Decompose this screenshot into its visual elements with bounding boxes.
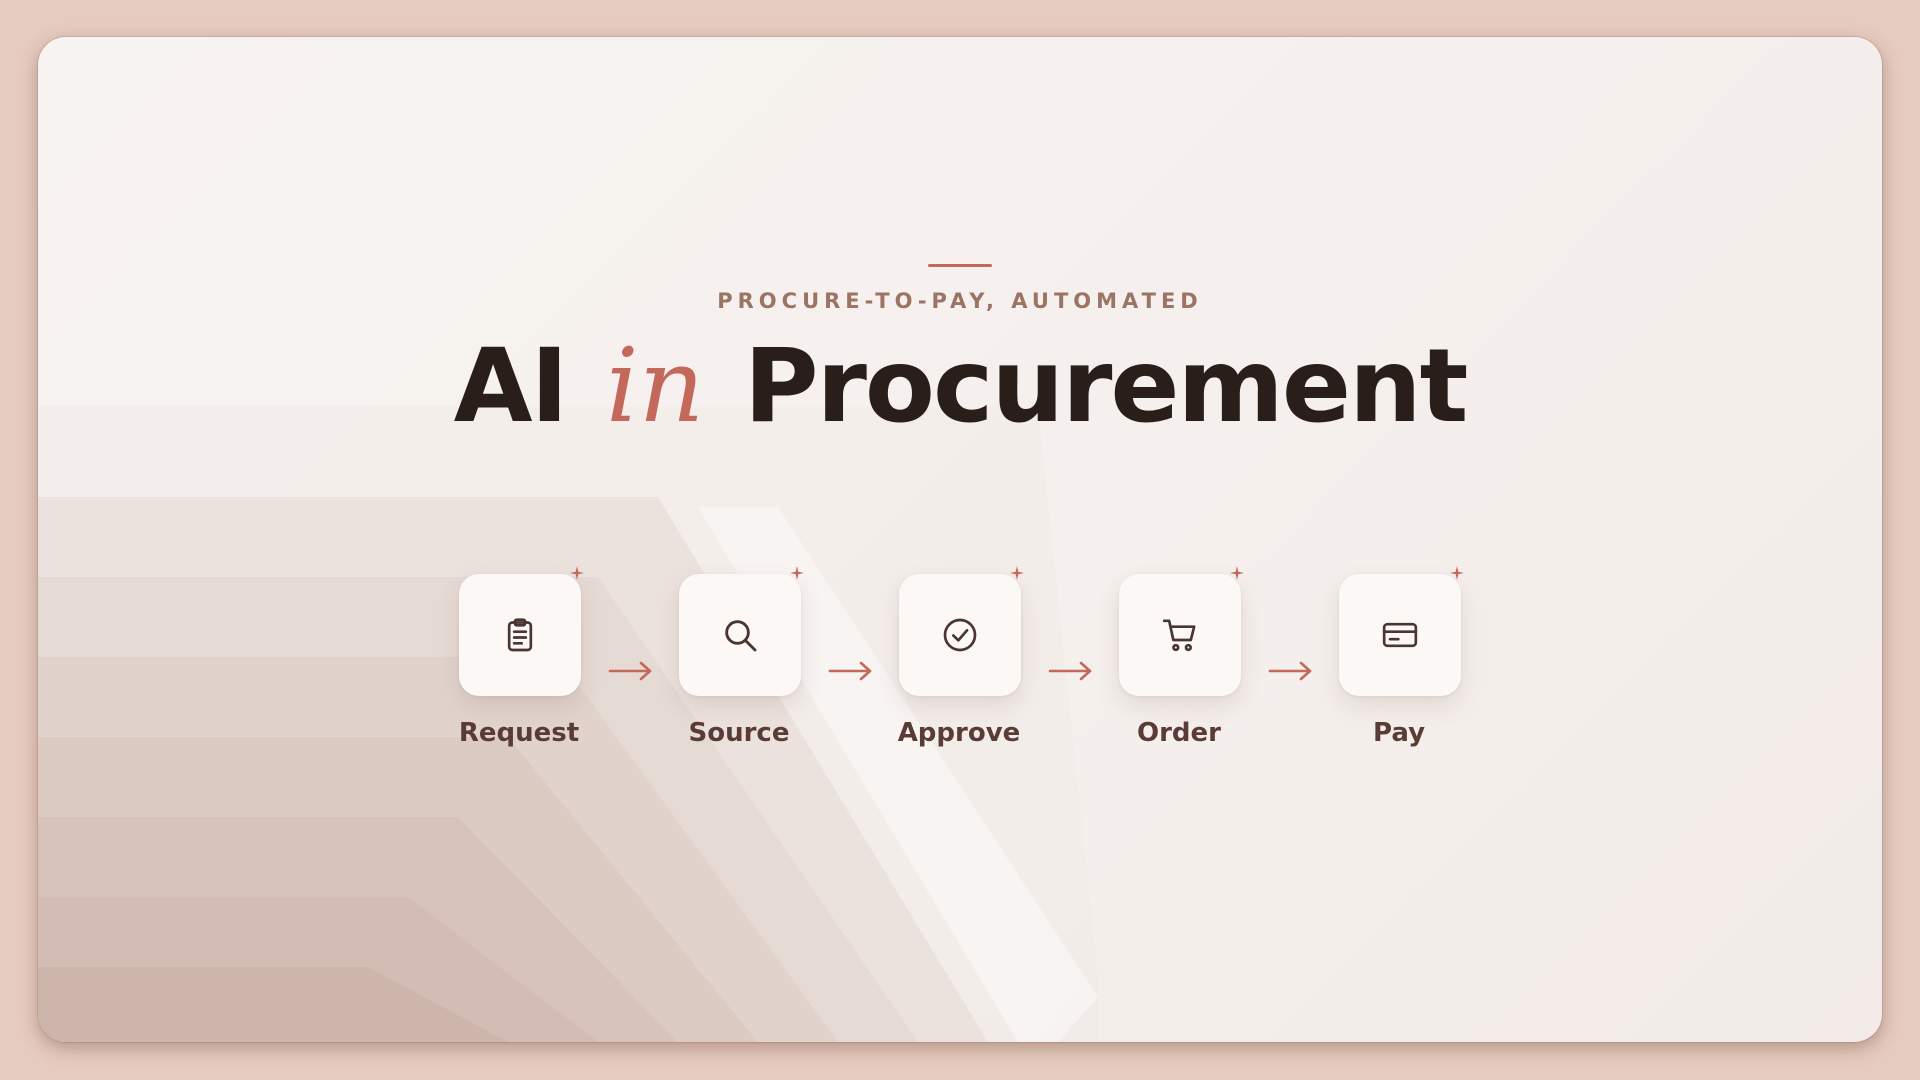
step-label-source: Source <box>688 718 790 748</box>
title-accent-in: in <box>606 327 705 446</box>
arrow-right-icon <box>1048 661 1092 681</box>
step-tile-order <box>1119 574 1241 696</box>
sparkle-icon <box>790 566 804 580</box>
eyebrow-divider <box>928 264 992 267</box>
sparkle-icon <box>1010 566 1024 580</box>
step-tile-request <box>459 574 581 696</box>
credit-card-icon <box>1382 622 1418 648</box>
check-circle-icon <box>943 618 977 652</box>
step-pay: Pay <box>1319 566 1479 774</box>
arrow-right-icon <box>1268 661 1312 681</box>
sparkle-icon <box>1230 566 1244 580</box>
step-order: Order <box>1099 566 1259 774</box>
sparkle-icon <box>570 566 584 580</box>
step-label-approve: Approve <box>897 718 1021 748</box>
cart-icon <box>1162 619 1196 652</box>
step-tile-approve <box>899 574 1021 696</box>
sparkle-icon <box>1450 566 1464 580</box>
step-label-pay: Pay <box>1372 718 1426 748</box>
step-approve: Approve <box>879 566 1039 774</box>
eyebrow-text: PROCURE-TO-PAY, AUTOMATED <box>717 289 1203 313</box>
search-icon <box>725 620 757 652</box>
title-part-procurement: Procurement <box>743 327 1469 446</box>
title-part-ai: AI <box>453 327 569 446</box>
step-request: Request <box>439 566 599 774</box>
process-flow: Request Source <box>38 37 1882 1042</box>
arrow-right-icon <box>828 661 872 681</box>
clipboard-icon <box>507 618 533 652</box>
step-label-request: Request <box>458 718 580 748</box>
step-label-order: Order <box>1137 718 1221 748</box>
arrow-right-icon <box>608 661 652 681</box>
slide-card: PROCURE-TO-PAY, AUTOMATED AI in Procurem… <box>38 37 1882 1042</box>
page-title: AI in Procurement <box>38 322 1882 452</box>
step-tile-pay <box>1339 574 1461 696</box>
step-tile-source <box>679 574 801 696</box>
step-source: Source <box>659 566 819 774</box>
